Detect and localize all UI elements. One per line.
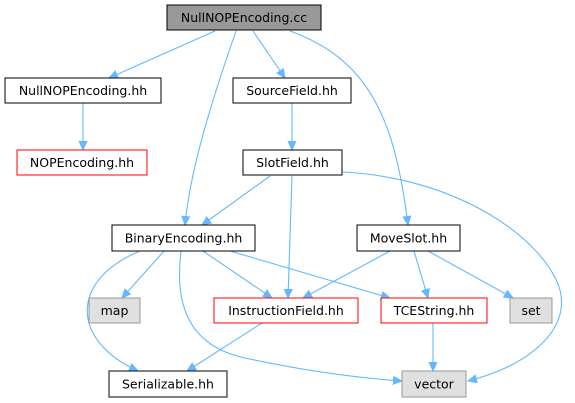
node-label: MoveSlot.hh <box>370 231 447 246</box>
edge-binaryencoding-hh-to-serializable-hh <box>86 250 141 371</box>
node-label: BinaryEncoding.hh <box>125 231 243 246</box>
edge-cc-to-sourcefield-hh <box>252 30 285 78</box>
node-tcestring-hh[interactable]: TCEString.hh <box>380 297 488 324</box>
edge-instructionfield-hh-to-serializable-hh <box>187 322 263 371</box>
node-label: InstructionField.hh <box>228 303 344 318</box>
node-label: NullNOPEncoding.hh <box>19 83 147 98</box>
node-slotfield-hh[interactable]: SlotField.hh <box>242 149 343 176</box>
node-label: NOPEncoding.hh <box>30 155 134 170</box>
nodes-layer: NullNOPEncoding.cc NullNOPEncoding.hh So… <box>4 4 553 398</box>
node-label: Serializable.hh <box>122 377 214 392</box>
node-nopencoding-hh[interactable]: NOPEncoding.hh <box>16 149 148 176</box>
edge-cc-to-nullnopencoding-hh <box>109 30 216 78</box>
node-binaryencoding-hh[interactable]: BinaryEncoding.hh <box>111 224 256 252</box>
node-label: vector <box>414 377 455 392</box>
edge-binaryencoding-hh-to-tcestring-hh <box>229 250 390 298</box>
node-label: SourceField.hh <box>246 83 338 98</box>
edge-moveslot-hh-to-set <box>427 250 513 298</box>
edge-moveslot-hh-to-instructionfield-hh <box>303 250 391 298</box>
edge-cc-to-binaryencoding-hh <box>185 30 237 225</box>
node-label: TCEString.hh <box>393 303 475 318</box>
node-map[interactable]: map <box>88 297 141 324</box>
edge-binaryencoding-hh-to-instructionfield-hh <box>202 250 272 298</box>
node-sourcefield-hh[interactable]: SourceField.hh <box>232 77 352 104</box>
edge-slotfield-hh-to-instructionfield-hh <box>288 175 292 298</box>
node-serializable-hh[interactable]: Serializable.hh <box>108 370 228 398</box>
edge-slotfield-hh-to-vector <box>342 171 562 381</box>
node-label: set <box>521 303 540 318</box>
node-label: SlotField.hh <box>256 155 329 170</box>
node-nullnopencoding-cc[interactable]: NullNOPEncoding.cc <box>166 4 322 31</box>
edge-binaryencoding-hh-to-map <box>122 250 165 298</box>
edge-cc-to-moveslot-hh <box>289 30 408 225</box>
node-label: map <box>101 303 129 318</box>
edge-binaryencoding-hh-to-vector <box>178 250 402 381</box>
node-moveslot-hh[interactable]: MoveSlot.hh <box>356 224 461 252</box>
edge-slotfield-hh-to-binaryencoding-hh <box>202 175 271 225</box>
node-nullnopencoding-hh[interactable]: NullNOPEncoding.hh <box>4 77 162 104</box>
node-set[interactable]: set <box>509 297 553 324</box>
node-instructionfield-hh[interactable]: InstructionField.hh <box>213 297 359 324</box>
node-vector[interactable]: vector <box>401 370 467 398</box>
node-label: NullNOPEncoding.cc <box>181 10 307 25</box>
edges-layer <box>83 30 562 381</box>
edge-moveslot-hh-to-tcestring-hh <box>413 250 428 298</box>
